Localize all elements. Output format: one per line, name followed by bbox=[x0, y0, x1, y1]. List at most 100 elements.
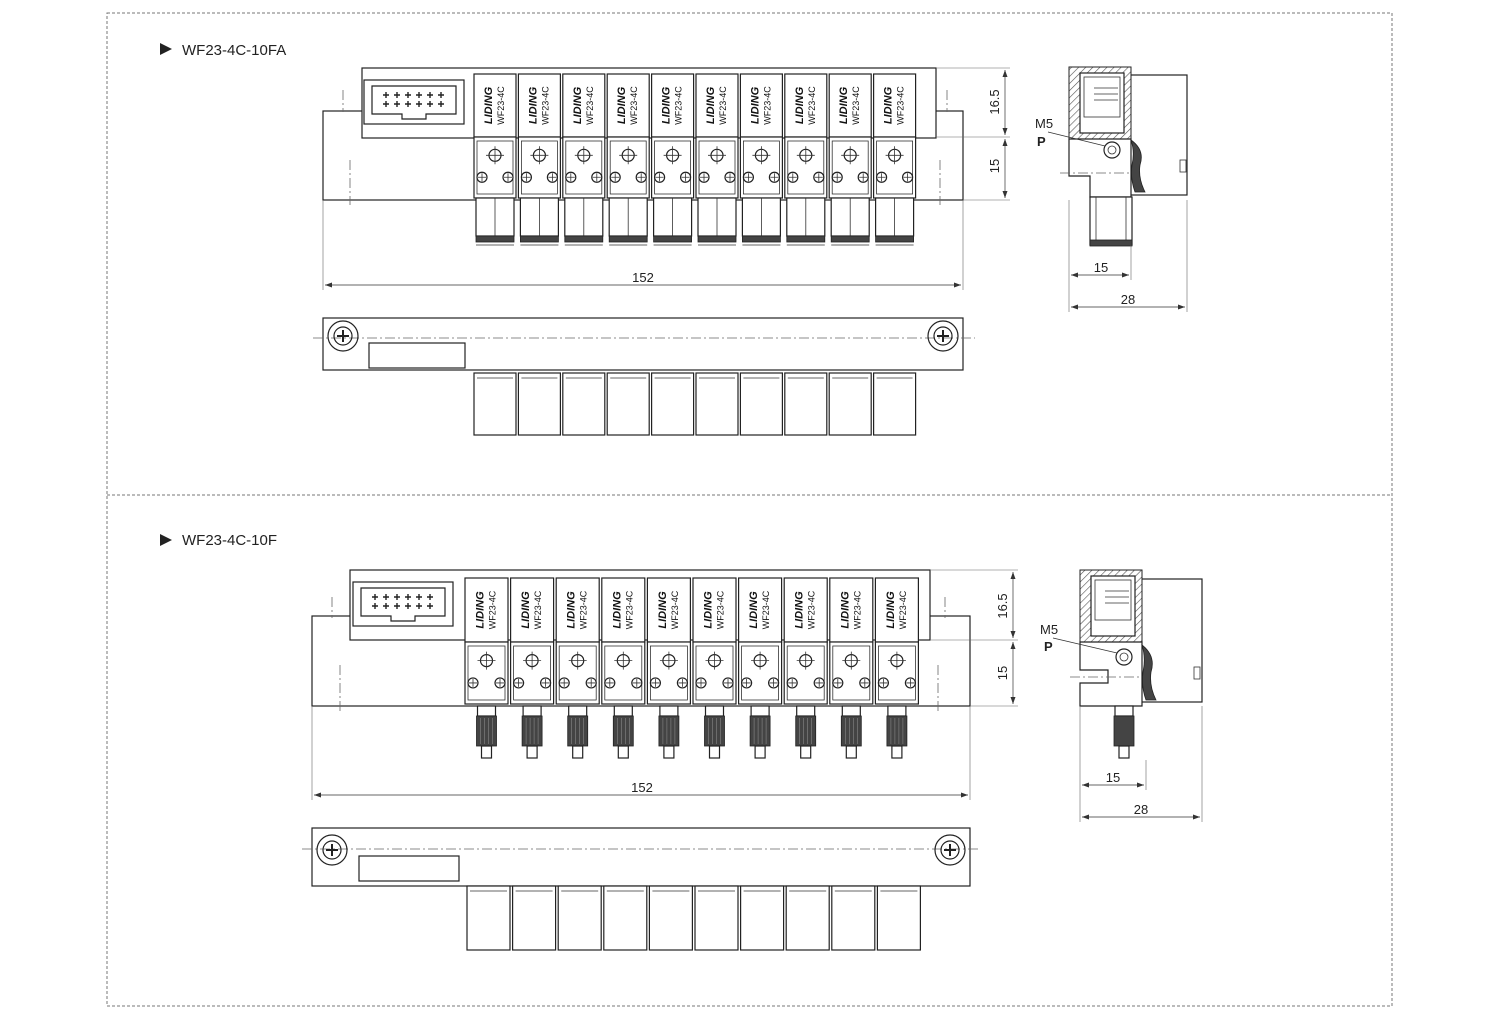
svg-text:152: 152 bbox=[631, 780, 653, 795]
svg-text:15: 15 bbox=[1106, 770, 1120, 785]
connector-pin bbox=[427, 101, 433, 107]
screw-icon bbox=[901, 171, 914, 183]
valve-model-label: WF23-4C bbox=[540, 86, 550, 125]
title-marker-icon bbox=[160, 534, 172, 546]
valve-brand-label: LIDING bbox=[838, 86, 850, 124]
valve-model-label: WF23-4C bbox=[761, 590, 771, 629]
threaded-fitting bbox=[567, 705, 589, 759]
valve-brand-label: LIDING bbox=[839, 591, 851, 629]
screw-icon bbox=[875, 171, 888, 183]
valve-brand-label: LIDING bbox=[794, 591, 806, 629]
valve-brand-label: LIDING bbox=[705, 86, 717, 124]
valve-model-label: WF23-4C bbox=[533, 590, 543, 629]
valve-model-label: WF23-4C bbox=[716, 590, 726, 629]
valve-brand-label: LIDING bbox=[566, 591, 578, 629]
valve-model-label: WF23-4C bbox=[585, 86, 595, 125]
valve-model-label: WF23-4C bbox=[674, 86, 684, 125]
valve-brand-label: LIDING bbox=[616, 86, 628, 124]
mounting-screw-icon bbox=[316, 834, 348, 866]
screw-icon bbox=[813, 677, 825, 689]
screw-icon bbox=[857, 171, 869, 183]
section-title: WF23-4C-10F bbox=[182, 532, 277, 549]
valve-block bbox=[557, 885, 602, 951]
connector-pin bbox=[394, 603, 400, 609]
screw-icon bbox=[631, 677, 643, 689]
valve-block bbox=[739, 885, 785, 951]
mounting-screw-icon bbox=[327, 320, 359, 352]
valve-model-label: WF23-4C bbox=[807, 86, 817, 125]
svg-text:16.5: 16.5 bbox=[995, 593, 1010, 618]
valve-brand-label: LIDING bbox=[748, 591, 760, 629]
screw-icon bbox=[467, 677, 479, 689]
push-in-fitting bbox=[874, 197, 915, 246]
connector-pin bbox=[383, 594, 389, 600]
screw-icon bbox=[768, 171, 781, 183]
dimension-length: 152 bbox=[311, 706, 971, 800]
screw-icon bbox=[724, 171, 736, 183]
valve-brand-label: LIDING bbox=[475, 591, 487, 629]
section-title: WF23-4C-10FA bbox=[182, 42, 286, 59]
valve-brand-label: LIDING bbox=[657, 591, 669, 629]
dimension-length: 152 bbox=[322, 200, 964, 290]
valve-model-label: WF23-4C bbox=[896, 86, 906, 125]
valve-block bbox=[517, 372, 562, 436]
svg-text:28: 28 bbox=[1121, 292, 1135, 307]
valve-model-label: WF23-4C bbox=[852, 590, 862, 629]
mounting-screw-icon bbox=[934, 834, 966, 866]
screw-icon bbox=[565, 171, 577, 183]
connector-block bbox=[363, 79, 465, 125]
connector-pin bbox=[416, 603, 422, 609]
valve-brand-label: LIDING bbox=[749, 86, 761, 124]
screw-icon bbox=[539, 677, 552, 689]
top-view bbox=[313, 317, 975, 436]
valve-block bbox=[648, 885, 694, 951]
push-in-fitting bbox=[519, 197, 560, 246]
valve-brand-label: LIDING bbox=[883, 86, 895, 124]
valve-brand-label: LIDING bbox=[794, 86, 806, 124]
side-view: M5 P bbox=[1035, 66, 1188, 247]
svg-text:152: 152 bbox=[632, 270, 654, 285]
push-in-fitting bbox=[475, 197, 515, 246]
screw-icon bbox=[502, 171, 514, 183]
dimension-side: 15 28 bbox=[1068, 200, 1188, 312]
connector-pin bbox=[394, 594, 400, 600]
threaded-fitting bbox=[886, 705, 908, 759]
valve-block bbox=[876, 885, 922, 951]
connector-pin bbox=[405, 594, 411, 600]
screw-icon bbox=[512, 677, 525, 689]
connector-pin bbox=[383, 101, 389, 107]
dimension-height: 16.5 15 bbox=[930, 569, 1018, 707]
push-in-fitting bbox=[741, 197, 782, 246]
valve-brand-label: LIDING bbox=[611, 591, 623, 629]
push-in-fitting bbox=[564, 197, 604, 246]
screw-icon bbox=[831, 171, 843, 183]
connector-pin bbox=[405, 92, 411, 98]
push-in-fitting bbox=[608, 197, 648, 246]
valve-model-label: WF23-4C bbox=[851, 86, 861, 125]
valve-block bbox=[872, 372, 917, 436]
side-view: M5 P bbox=[1040, 569, 1203, 759]
screw-icon bbox=[832, 677, 844, 689]
screw-icon bbox=[520, 171, 533, 183]
valve-block bbox=[831, 885, 876, 951]
svg-text:28: 28 bbox=[1134, 802, 1148, 817]
dimension-height: 16.5 15 bbox=[936, 67, 1010, 201]
connector-pin bbox=[438, 92, 444, 98]
